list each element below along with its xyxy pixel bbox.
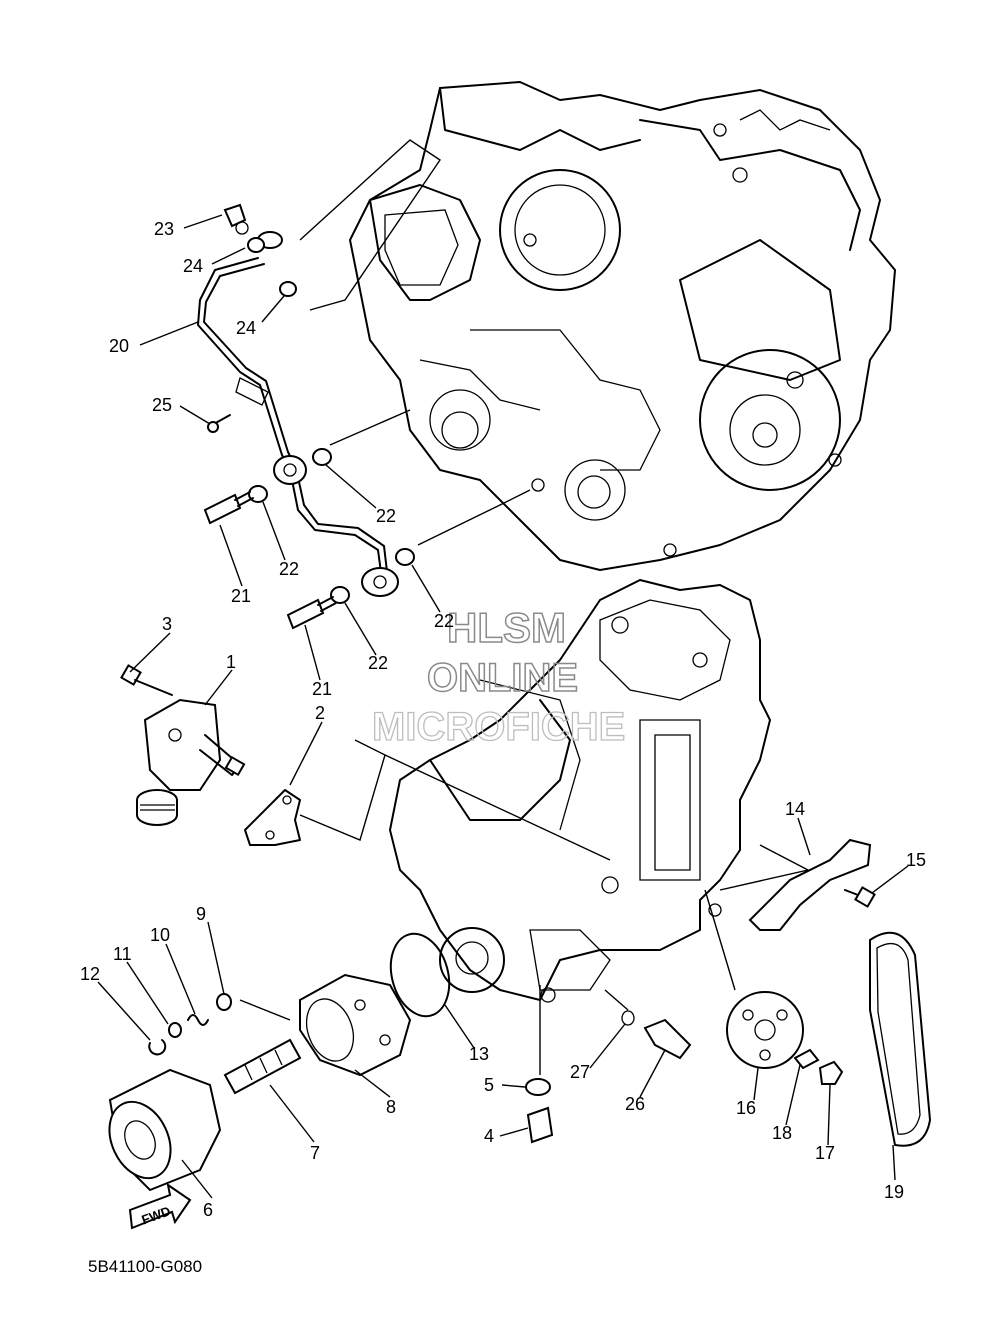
callout-24a: 24 xyxy=(183,256,203,276)
lower-crankcase xyxy=(389,579,771,1003)
callout-1: 1 xyxy=(226,652,236,672)
callout-16: 16 xyxy=(736,1098,756,1118)
callout-labels: 1 2 3 4 5 6 7 8 9 10 11 12 13 14 15 16 1… xyxy=(80,219,926,1220)
bracket-part-14 xyxy=(748,838,872,931)
callout-15: 15 xyxy=(906,850,926,870)
callout-22d: 22 xyxy=(368,653,388,673)
strainer-parts-26-27 xyxy=(621,1010,692,1060)
callout-22a: 22 xyxy=(376,506,396,526)
callout-10: 10 xyxy=(150,925,170,945)
watermark-line-2: ONLINE xyxy=(427,656,578,700)
callout-2: 2 xyxy=(315,703,325,723)
callout-23: 23 xyxy=(154,219,174,239)
watermark: HLSM ONLINE MICROFICHE xyxy=(371,603,626,749)
relief-valve-parts-9-12 xyxy=(148,993,232,1056)
drawing-code: 5B41100-G080 xyxy=(88,1257,202,1276)
callout-12: 12 xyxy=(80,964,100,984)
callout-24b: 24 xyxy=(236,318,256,338)
callout-3: 3 xyxy=(162,614,172,634)
fitting-part-7 xyxy=(223,1038,302,1095)
pump-gear-part-16 xyxy=(726,991,804,1069)
watermark-line-3: MICROFICHE xyxy=(372,705,625,749)
forward-direction-badge: FWD xyxy=(128,1182,192,1230)
callout-22b: 22 xyxy=(279,559,299,579)
callout-11: 11 xyxy=(113,944,132,964)
oil-pump-part-1 xyxy=(136,698,246,826)
callout-25: 25 xyxy=(152,395,172,415)
washers-and-bolts-upper xyxy=(203,203,415,630)
gasket-part-2 xyxy=(244,789,301,846)
callout-8: 8 xyxy=(386,1097,396,1117)
callout-13: 13 xyxy=(469,1044,489,1064)
callout-6: 6 xyxy=(203,1200,213,1220)
callout-17: 17 xyxy=(815,1143,835,1163)
callout-7: 7 xyxy=(310,1143,320,1163)
callout-27: 27 xyxy=(570,1062,590,1082)
bolt-part-3 xyxy=(120,664,173,696)
callout-14: 14 xyxy=(785,799,805,819)
o-ring-part-13 xyxy=(389,932,451,1018)
filter-cover-part-8 xyxy=(299,973,412,1077)
oil-pipe-part-20 xyxy=(197,231,399,597)
callout-18: 18 xyxy=(772,1123,792,1143)
chain-part-19 xyxy=(869,931,931,1147)
callout-26: 26 xyxy=(625,1094,645,1114)
callout-20: 20 xyxy=(109,336,129,356)
callout-4: 4 xyxy=(484,1126,494,1146)
oil-filter-part-6 xyxy=(108,1068,222,1192)
callout-21b: 21 xyxy=(312,679,332,699)
upper-engine-block xyxy=(349,81,896,571)
callout-19: 19 xyxy=(884,1182,904,1202)
watermark-line-1: HLSM xyxy=(447,604,566,651)
callout-5: 5 xyxy=(484,1075,494,1095)
assembly-lines xyxy=(239,139,811,1075)
drain-plug-parts-4-5 xyxy=(525,1078,554,1144)
callout-22c: 22 xyxy=(434,611,454,631)
leader-lines xyxy=(97,214,909,1199)
washer-nut-parts-17-18 xyxy=(793,1048,844,1085)
bolt-part-15 xyxy=(844,886,876,908)
callout-9: 9 xyxy=(196,904,206,924)
callout-21a: 21 xyxy=(231,586,251,606)
